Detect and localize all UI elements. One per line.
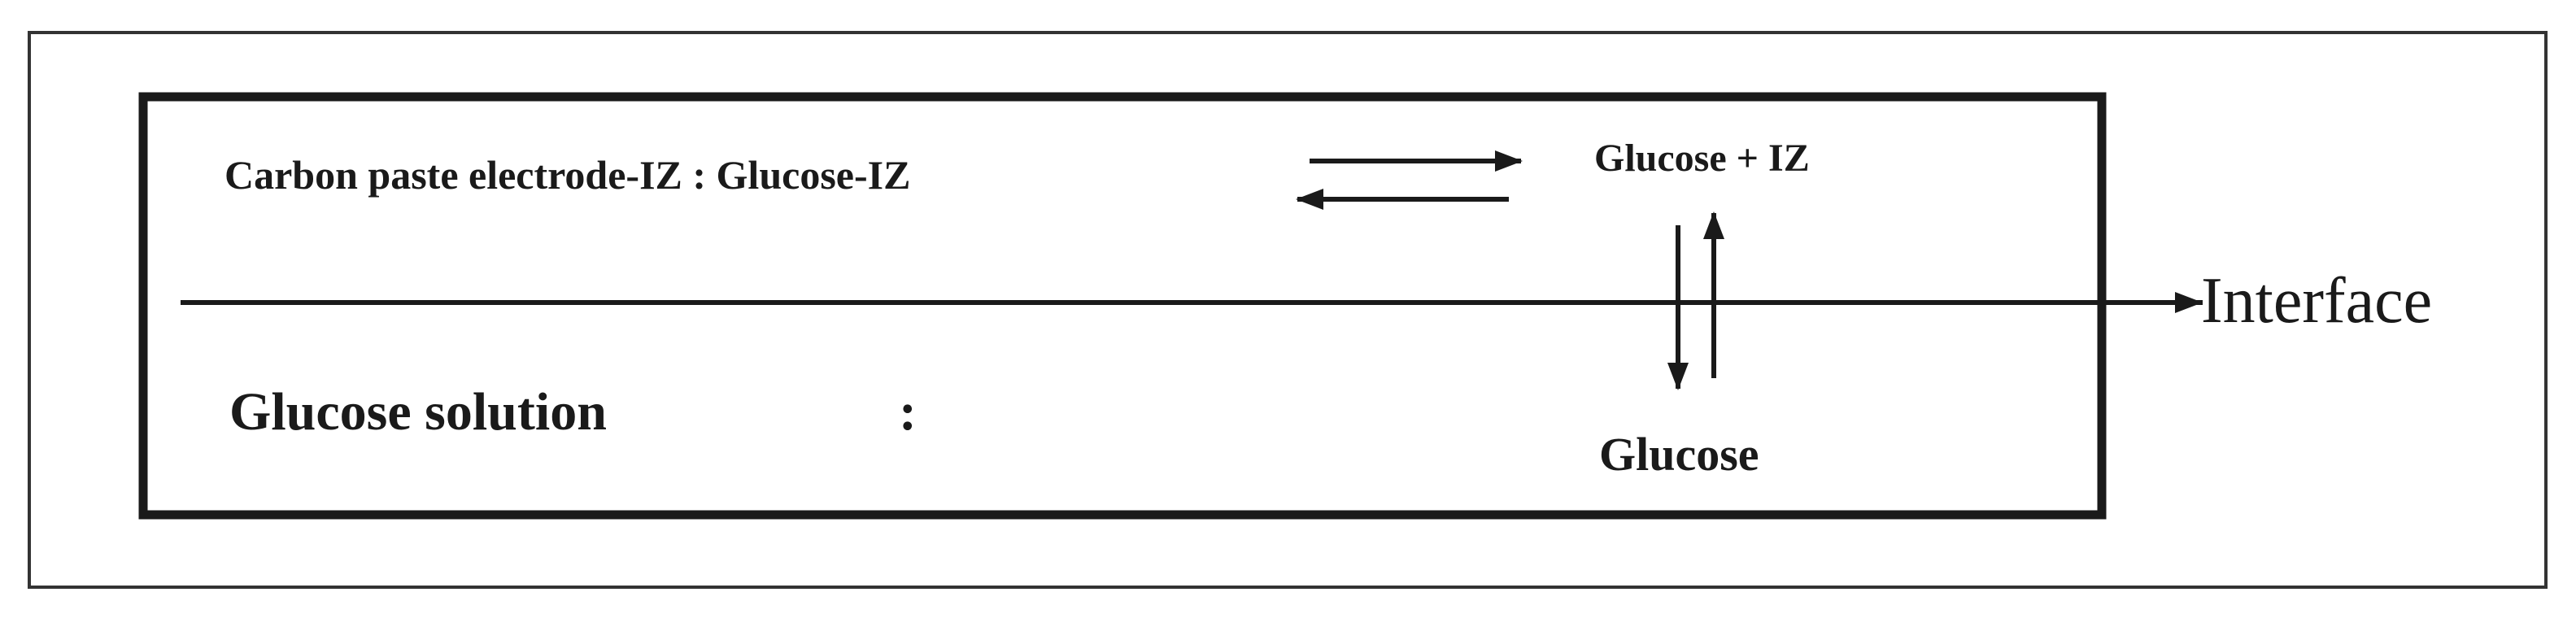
solution-label: Glucose solution xyxy=(229,382,607,442)
inner-box xyxy=(138,92,2107,520)
glucose-bulk-label: Glucose xyxy=(1599,428,1759,481)
interface-label: Interface xyxy=(2201,265,2432,337)
solution-colon: : xyxy=(899,382,917,442)
complex-products-label: Glucose + IZ xyxy=(1594,137,1810,180)
electrode-equilibrium-label: Carbon paste electrode-IZ : Glucose-IZ xyxy=(224,152,910,198)
outer-frame xyxy=(28,31,2548,589)
